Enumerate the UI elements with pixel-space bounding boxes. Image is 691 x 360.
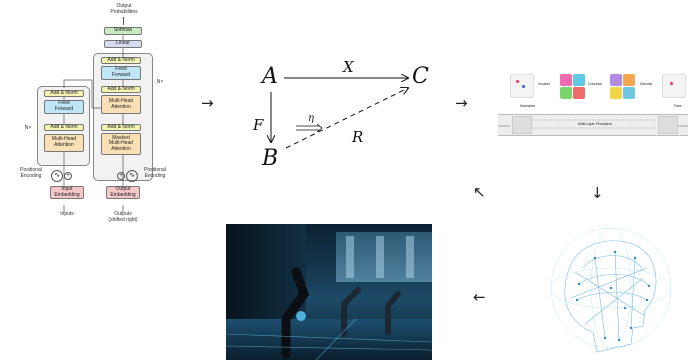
node-B: B <box>262 146 279 171</box>
output-card <box>662 74 686 98</box>
encoder-feed-forward: Feed Forward <box>44 100 84 114</box>
flow-arrow-5: ↖ <box>473 183 486 201</box>
input-embedding-box: Input Embedding <box>50 186 84 199</box>
decoder-add-norm-1: Add & Norm <box>101 124 141 131</box>
mlp-right-card <box>658 116 678 134</box>
denoise-label: Denoise <box>640 82 653 86</box>
sum-right-symbol: + <box>117 172 125 180</box>
label-F: F <box>253 116 264 134</box>
encoder-multi-head-attention: Multi-Head Attention <box>44 134 84 152</box>
color-grid-1 <box>560 74 586 100</box>
positional-encoding-right-label: Positional Encoding <box>144 167 166 179</box>
label-R: R <box>352 128 364 146</box>
decoder-masked-attention: Masked Multi-Head Attention <box>101 133 141 155</box>
node-A: A <box>262 64 278 89</box>
transformer-diagram: Output Probabilities Softmax Linear Add … <box>0 0 180 235</box>
softmax-box: Softmax <box>104 27 142 35</box>
nx-right-label: N× <box>156 79 164 85</box>
input-dots <box>516 80 519 83</box>
positional-encoding-left-symbol: ∿ <box>51 170 63 182</box>
commutative-arrows <box>240 50 440 149</box>
positional-encoding-left-label: Positional Encoding <box>20 167 42 179</box>
vocabulary-label: Vocabul <box>538 82 551 86</box>
input-dots <box>522 85 525 88</box>
transformer-connectors <box>63 35 124 212</box>
output-dots <box>670 82 673 85</box>
positional-encoding-right-symbol: ∿ <box>126 170 138 182</box>
nx-left-label: N× <box>24 125 32 131</box>
decoder-feed-forward: Feed Forward <box>101 66 141 80</box>
label-eta: η <box>308 113 314 124</box>
mlp-bar <box>498 114 688 136</box>
output-probabilities-label: Output Probabilities <box>110 3 138 15</box>
commutative-diagram: A C B X F R η <box>240 50 440 180</box>
brain-head-svg <box>550 228 672 353</box>
decoder-add-norm-2: Add & Norm <box>101 86 141 93</box>
arrow-line <box>123 17 124 25</box>
decoder-multi-head-attention: Multi-Head Attention <box>101 95 141 114</box>
mlp-lines <box>498 119 688 129</box>
linear-box: Linear <box>104 40 142 48</box>
flow-arrow-3: ↓ <box>591 184 604 202</box>
pipeline-diagram: Vocabul Conceive Denoise Normalize Face … <box>490 70 690 140</box>
decoder-add-norm-3: Add & Norm <box>101 57 141 64</box>
flow-arrow-2: → <box>455 94 468 112</box>
output-embedding-box: Output Embedding <box>106 186 140 199</box>
conceive-label: Conceive <box>588 82 603 86</box>
sum-left-symbol: + <box>64 172 72 180</box>
encoder-add-norm-1: Add & Norm <box>44 124 84 131</box>
label-X: X <box>343 58 354 76</box>
encoder-add-norm-2: Add & Norm <box>44 90 84 97</box>
normalize-label: Normalize <box>520 104 536 108</box>
flow-arrow-1: → <box>201 94 214 112</box>
node-C: C <box>412 64 429 89</box>
color-grid-2 <box>610 74 636 100</box>
outputs-label: Outputs (shifted right) <box>108 211 138 223</box>
robotics-lab-photo <box>226 224 432 360</box>
brain-head-illustration <box>535 228 675 360</box>
mlp-label: Multi-Layer Perceptron <box>578 122 613 126</box>
inputs-label: Inputs <box>60 211 74 217</box>
face-label: Face <box>674 104 682 108</box>
mlp-left-card <box>512 116 532 134</box>
flow-arrow-4: ← <box>473 288 486 306</box>
